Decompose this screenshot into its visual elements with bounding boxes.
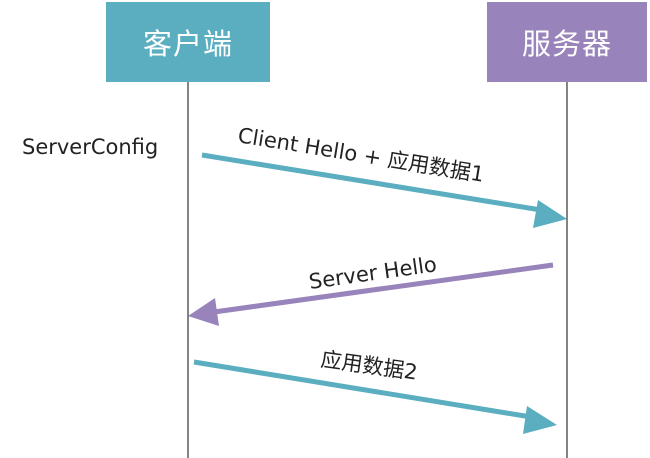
message-client-hello-arrowhead: [533, 200, 567, 228]
client-participant-label: 客户端: [142, 27, 233, 61]
message-client-hello-arrow-line: [201, 152, 542, 213]
server-config-note: ServerConfig: [22, 135, 159, 159]
server-participant-label: 服务器: [521, 27, 612, 61]
message-server-hello-arrowhead: [188, 298, 219, 326]
message-client-hello-label: Client Hello + 应用数据1: [236, 123, 486, 187]
message-app-data-2-arrow-line: [193, 359, 532, 420]
message-server-hello: Server Hello: [188, 252, 554, 326]
server-participant-box: 服务器: [487, 2, 647, 82]
message-client-hello: Client Hello + 应用数据1: [201, 123, 567, 228]
client-participant-box: 客户端: [106, 2, 270, 82]
message-app-data-2-arrowhead: [523, 406, 557, 434]
message-server-hello-arrow-line: [213, 262, 554, 315]
message-app-data-2-label: 应用数据2: [319, 347, 419, 384]
message-app-data-2: 应用数据2: [193, 347, 557, 434]
